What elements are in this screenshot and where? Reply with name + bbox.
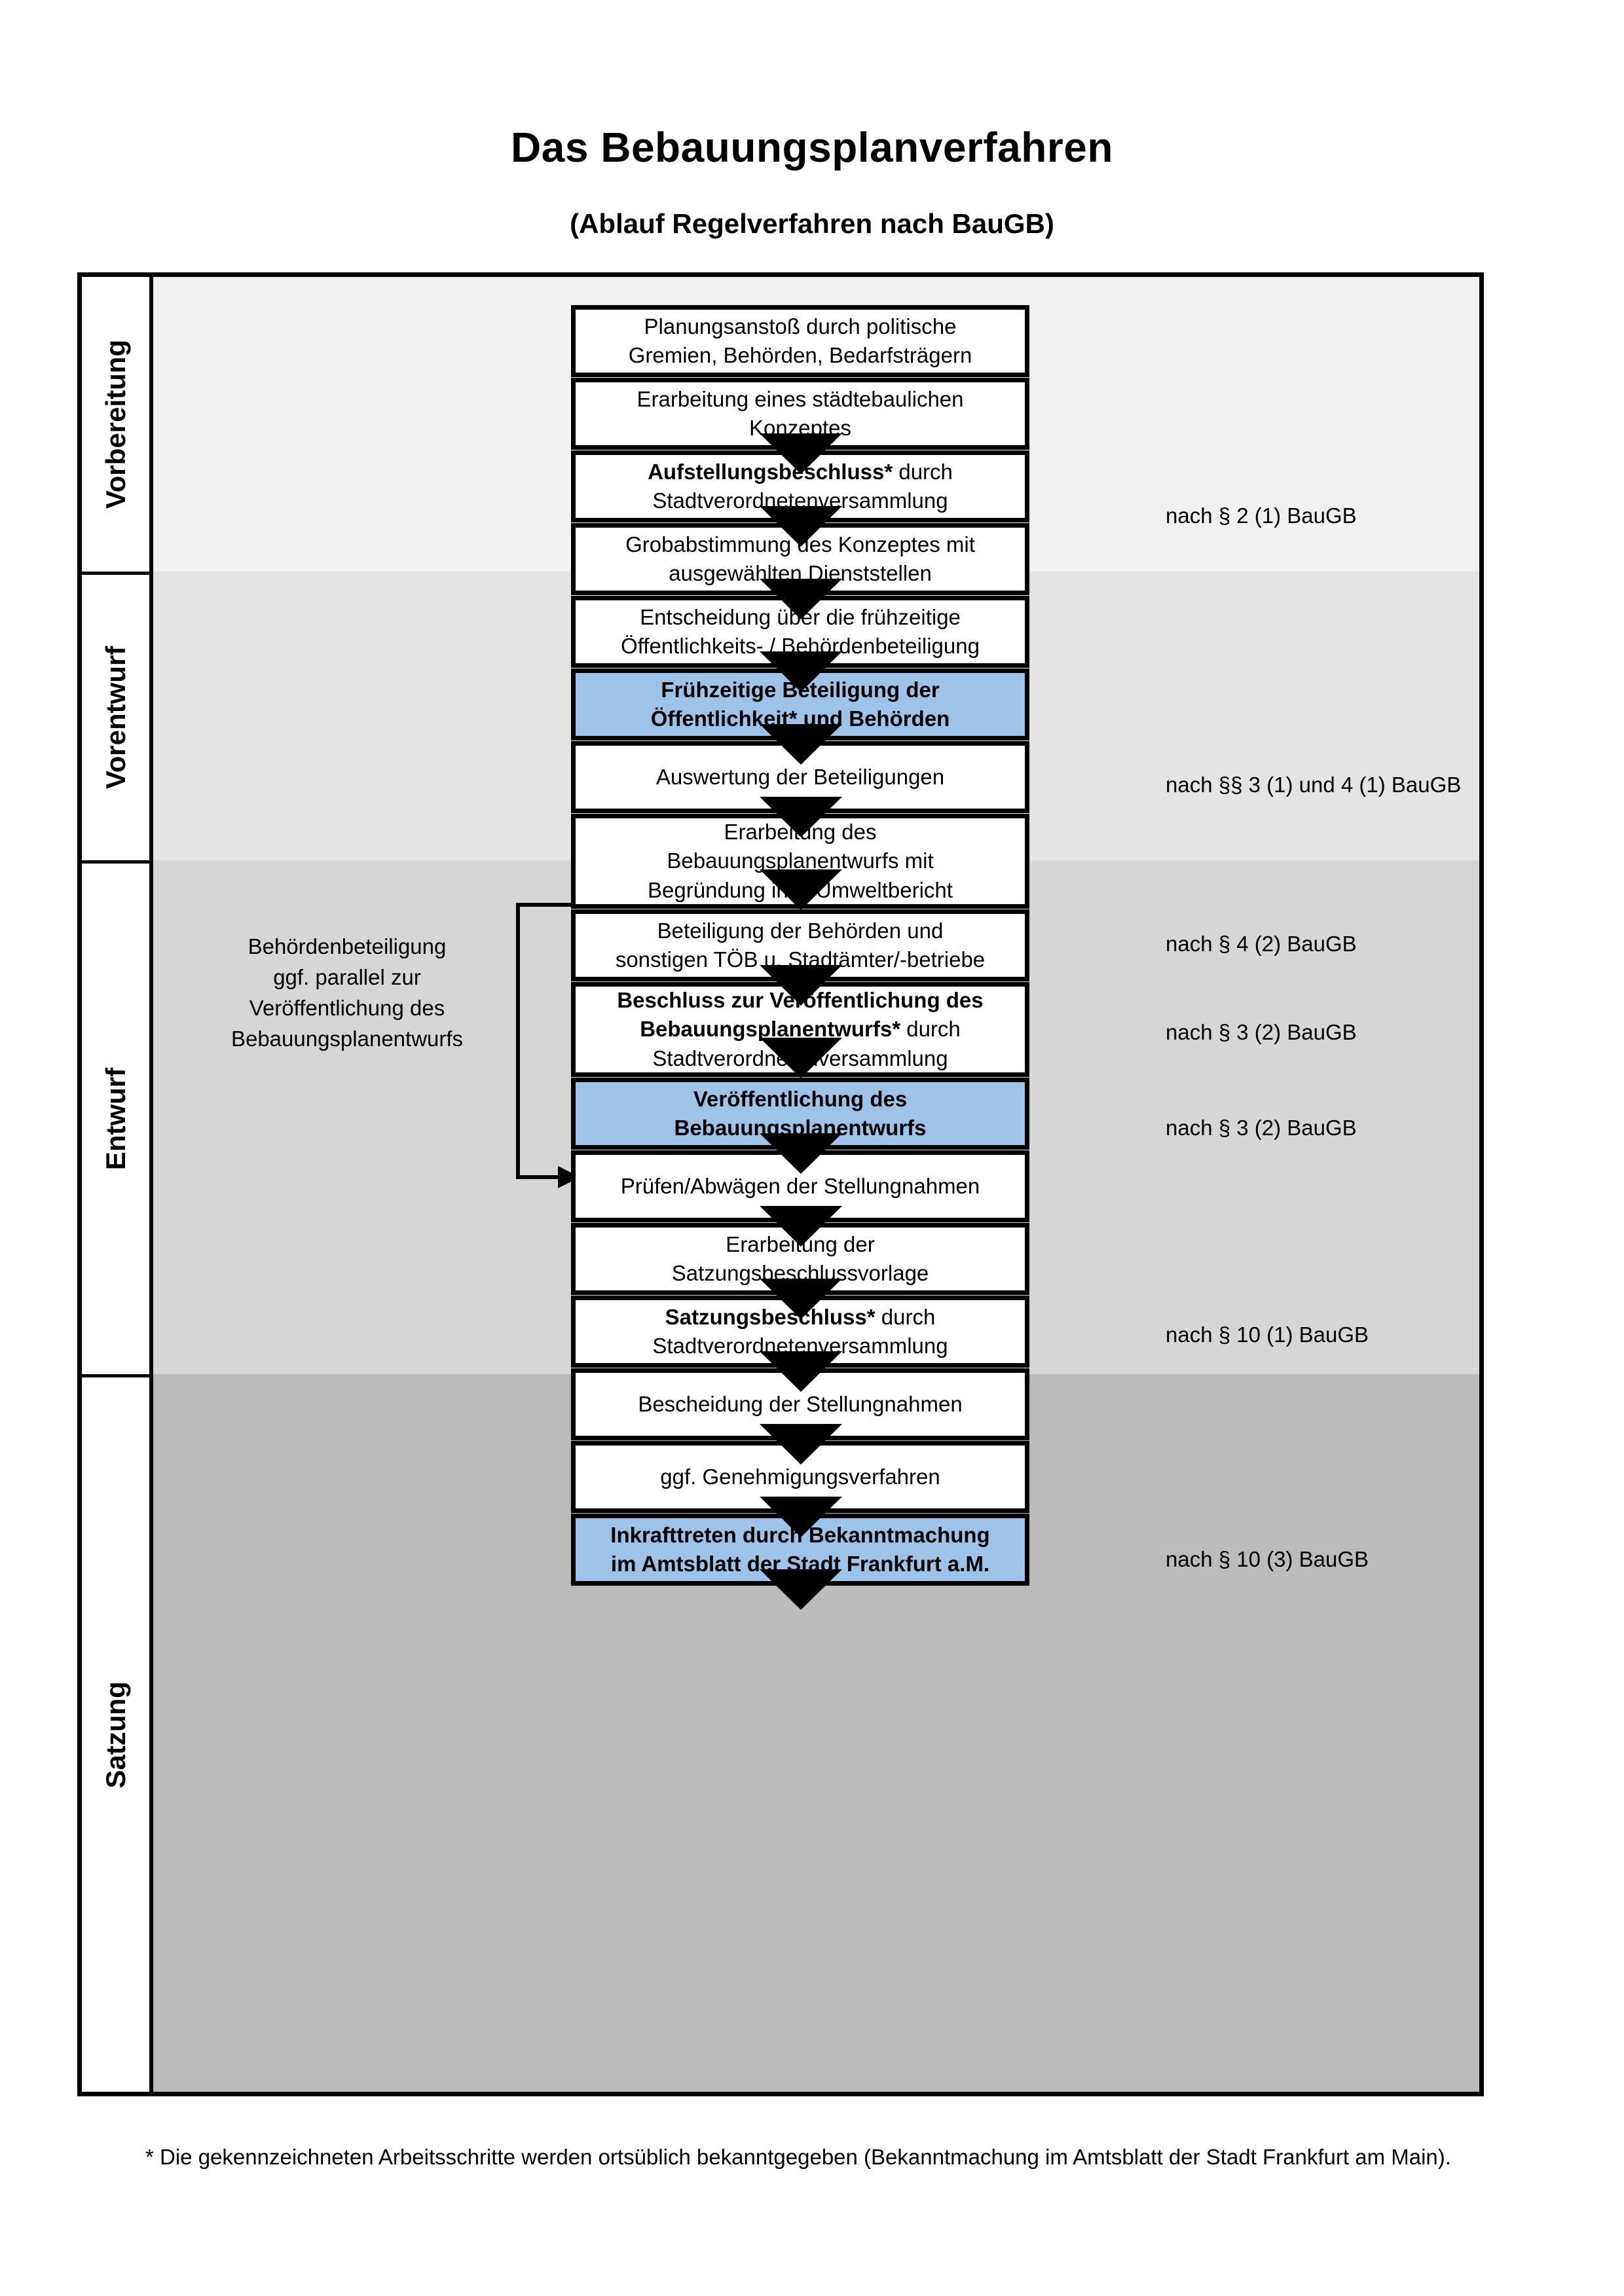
arrow-connector	[760, 651, 842, 692]
stage-label-entwurf: Entwurf	[100, 1067, 131, 1171]
step-line: Bebauungsplanentwurfs* durch	[617, 1015, 983, 1044]
side-note-line-1: Behördenbeteiligung	[248, 934, 447, 958]
flowchart-frame: Vorbereitung Vorentwurf Entwurf Satzung …	[77, 272, 1484, 2096]
step-emphasis: Bebauungsplanentwurfs*	[640, 1017, 901, 1042]
step-line: Bescheidung der Stellungnahmen	[638, 1391, 963, 1416]
arrow-connector	[760, 1279, 842, 1319]
step-line: Planungsanstoß durch politische	[644, 314, 957, 338]
reference-par-3-2-second: nach § 3 (2) BauGB	[1166, 1116, 1357, 1140]
arrow-connector	[760, 1424, 842, 1465]
step-line: Gremien, Behörden, Bedarfsträgern	[628, 343, 972, 367]
step-line: Auswertung der Beteiligungen	[655, 764, 945, 789]
arrow-connector	[760, 1497, 842, 1537]
stage-column-divider	[149, 277, 153, 2092]
step-line: Erarbeitung eines städtebaulichen	[637, 386, 964, 411]
reference-par-10-3: nach § 10 (3) BauGB	[1166, 1547, 1369, 1571]
arrow-connector	[760, 1569, 842, 1610]
side-note-line-2: ggf. parallel zur	[273, 964, 421, 989]
arrow-connector	[760, 1133, 842, 1174]
stage-cell-vorbereitung: Vorbereitung	[82, 277, 149, 572]
stage-cell-vorentwurf: Vorentwurf	[82, 572, 149, 860]
side-note-behoerdenbeteiligung: Behördenbeteiligung ggf. parallel zur Ve…	[200, 932, 494, 1054]
step-line: Bebauungsplanentwurfs mit	[667, 848, 934, 873]
reference-par-3-2-first: nach § 3 (2) BauGB	[1166, 1020, 1357, 1044]
bypass-connector-vertical	[516, 903, 520, 1179]
step-line: ggf. Genehmigungsverfahren	[660, 1464, 940, 1489]
stage-label-vorbereitung: Vorbereitung	[100, 339, 131, 509]
step-line-rest: durch	[900, 1017, 961, 1042]
page-subtitle: (Ablauf Regelverfahren nach BauGB)	[570, 208, 1054, 239]
side-note-line-3: Veröffentlichung des	[249, 995, 445, 1020]
stage-label-vorentwurf: Vorentwurf	[100, 646, 131, 790]
stage-label-satzung: Satzung	[100, 1681, 131, 1789]
arrow-connector	[760, 433, 842, 474]
bypass-connector-top	[516, 903, 575, 907]
step-line: Beteiligung der Behörden und	[657, 918, 944, 943]
step-line: Veröffentlichung des	[693, 1086, 908, 1111]
arrow-connector	[760, 965, 842, 1006]
step-box-konzept[interactable]: Erarbeitung eines städtebaulichen Konzep…	[571, 378, 1029, 450]
side-note-line-4: Bebauungsplanentwurfs	[231, 1026, 464, 1051]
step-box-planungsanstoss[interactable]: Planungsanstoß durch politische Gremien,…	[571, 305, 1029, 377]
reference-par-10-1: nach § 10 (1) BauGB	[1166, 1322, 1369, 1347]
arrow-connector	[760, 579, 842, 619]
step-emphasis: Inkrafttreten	[610, 1522, 737, 1547]
reference-par-4-2: nach § 4 (2) BauGB	[1166, 932, 1357, 956]
step-line-rest: durch	[893, 459, 953, 484]
bypass-connector-bottom	[516, 1175, 562, 1179]
step-line-rest: durch	[875, 1304, 936, 1329]
arrow-connector	[760, 724, 842, 765]
arrow-connector	[760, 1206, 842, 1247]
page-title: Das Bebauungsplanverfahren	[511, 124, 1113, 171]
stage-cell-satzung: Satzung	[82, 1374, 149, 2092]
reference-par-3-1-4-1: nach §§ 3 (1) und 4 (1) BauGB	[1166, 773, 1462, 797]
arrow-connector	[760, 869, 842, 910]
arrow-connector	[760, 797, 842, 837]
step-line: Prüfen/Abwägen der Stellungnahmen	[620, 1173, 980, 1198]
reference-par-2-1: nach § 2 (1) BauGB	[1166, 503, 1357, 528]
arrow-connector	[760, 1351, 842, 1392]
arrow-connector	[760, 1038, 842, 1078]
footnote-text: * Die gekennzeichneten Arbeitsschritte w…	[145, 2145, 1451, 2169]
arrow-connector	[760, 506, 842, 547]
stage-cell-entwurf: Entwurf	[82, 860, 149, 1374]
